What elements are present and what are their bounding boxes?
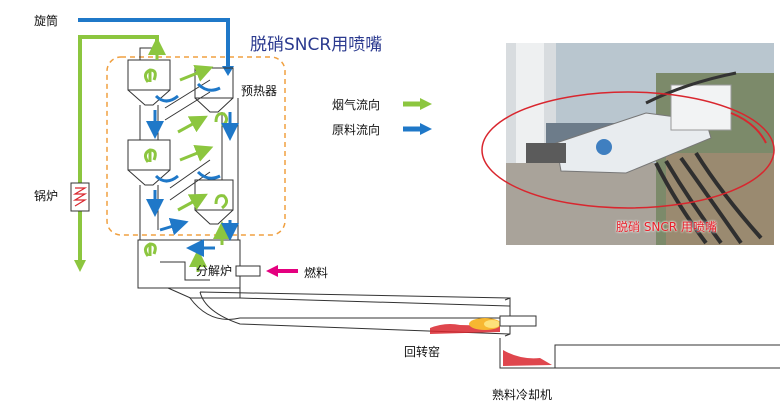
- label-cooler: 熟料冷却机: [492, 388, 553, 402]
- fuel-arrow: [235, 265, 298, 277]
- label-preheater: 预热器: [241, 84, 278, 98]
- preheater-dashed-box: [106, 56, 286, 236]
- label-kiln: 回转窑: [404, 345, 441, 359]
- clinker-cooler: [499, 338, 780, 369]
- nozzle-photo: [506, 43, 774, 245]
- legend-gas-label: 烟气流向: [332, 98, 381, 112]
- rotary-kiln: [189, 291, 537, 337]
- label-cyclone: 旋筒: [34, 14, 59, 28]
- nozzle-photo-illustration: [506, 43, 774, 245]
- label-fuel: 燃料: [304, 266, 329, 280]
- label-boiler: 锅炉: [34, 189, 59, 203]
- legend-material-arrow: [403, 123, 432, 135]
- legend-material-label: 原料流向: [332, 123, 381, 137]
- boiler-box: [70, 182, 90, 212]
- material-flow-arrows: [146, 82, 239, 257]
- label-calciner: 分解炉: [196, 264, 233, 278]
- page-title: 脱硝SNCR用喷嘴: [250, 35, 383, 55]
- legend-gas-arrow: [403, 98, 432, 110]
- photo-caption: 脱硝 SNCR 用喷嘴: [616, 220, 717, 234]
- gas-flow-arrows: [143, 37, 231, 272]
